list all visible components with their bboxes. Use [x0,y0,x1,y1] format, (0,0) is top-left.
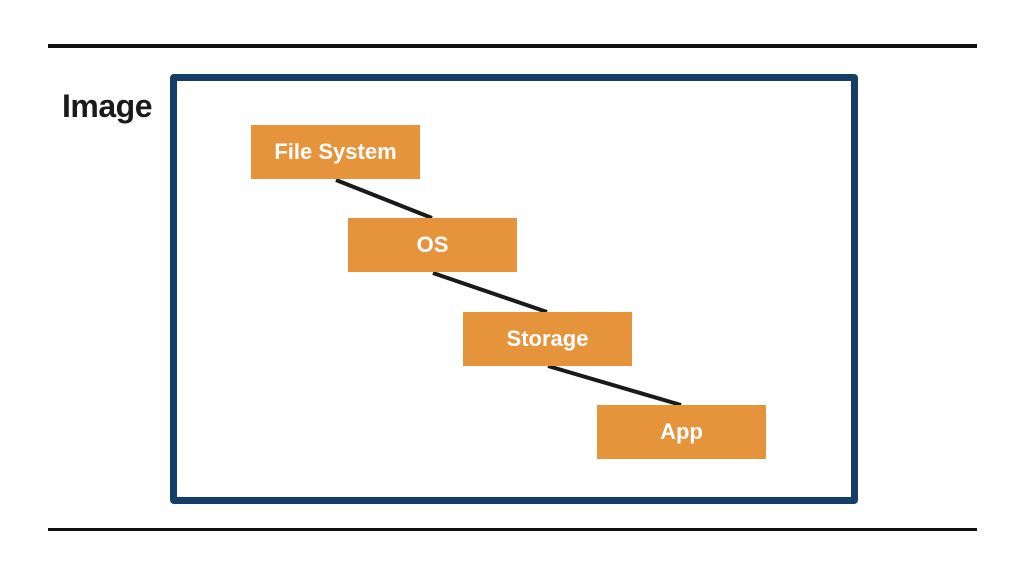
node-file-system: File System [251,125,420,179]
bottom-divider [48,528,977,531]
image-frame [170,74,858,504]
node-app: App [597,405,766,459]
node-storage: Storage [463,312,632,366]
slide-title: Image [62,88,152,124]
top-divider [48,44,977,48]
node-os: OS [348,218,517,272]
